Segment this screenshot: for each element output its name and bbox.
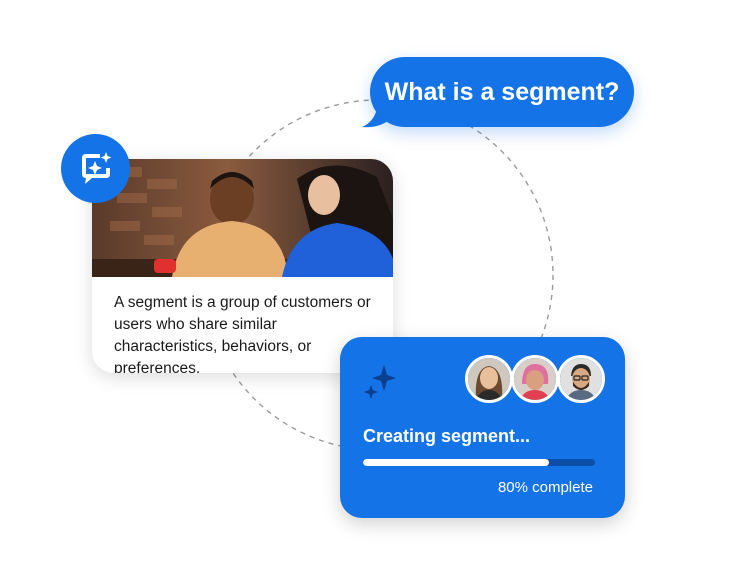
- avatar-woman-smiling: [468, 358, 510, 400]
- progress-bar: [363, 459, 595, 466]
- photo-image: [92, 159, 393, 277]
- avatar-man-glasses: [560, 358, 602, 400]
- answer-card: A segment is a group of customers or use…: [92, 159, 393, 373]
- progress-bar-fill: [363, 459, 549, 466]
- avatar: [511, 355, 559, 403]
- progress-title: Creating segment...: [363, 426, 531, 446]
- sparkle-icon: [364, 365, 396, 399]
- avatar-group: [465, 355, 605, 405]
- answer-text: A segment is a group of customers or use…: [114, 294, 371, 373]
- question-text: What is a segment?: [384, 77, 620, 106]
- avatar-woman-pink-hair: [514, 358, 556, 400]
- progress-card: Creating segment... 80% complete: [340, 337, 625, 518]
- ai-chat-sparkle-icon: [61, 134, 130, 203]
- avatar: [557, 355, 605, 403]
- question-bubble: What is a segment?: [370, 57, 634, 127]
- avatar: [465, 355, 513, 403]
- progress-status: 80% complete: [497, 479, 593, 496]
- chat-bubble-icon: [81, 151, 111, 184]
